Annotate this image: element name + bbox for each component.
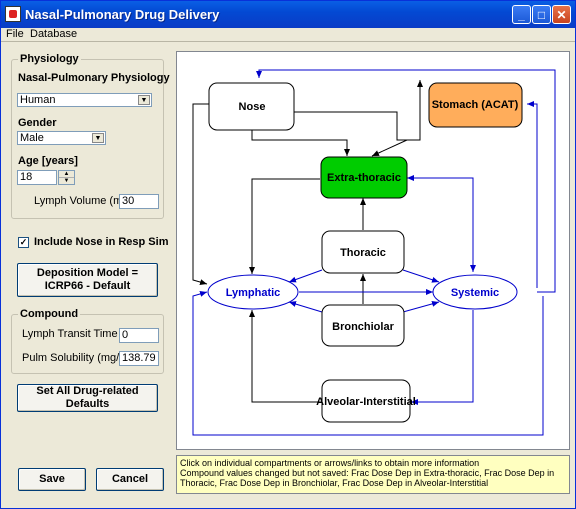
- nose-label: Nose: [239, 101, 266, 113]
- close-icon: ✕: [556, 7, 567, 22]
- arrow-extrathoracic-lymphatic[interactable]: [249, 178, 320, 274]
- save-button[interactable]: Save: [18, 468, 86, 491]
- lymphatic-label: Lymphatic: [226, 287, 281, 299]
- link-bronchiolar-systemic[interactable]: [402, 300, 440, 313]
- link-systemic-alveolar[interactable]: [411, 310, 474, 405]
- lymph-transit-input[interactable]: 0: [119, 328, 159, 343]
- physiology-group: Physiology: [11, 53, 164, 219]
- link-systemic-loop[interactable]: [192, 291, 544, 436]
- spin-down-icon[interactable]: ▼: [63, 178, 70, 184]
- title-bar[interactable]: Nasal-Pulmonary Drug Delivery _ □ ✕: [1, 1, 575, 28]
- pulm-solubility-input[interactable]: 138.79: [119, 351, 159, 366]
- arrow-nose-stomach[interactable]: [292, 80, 423, 141]
- link-thoracic-systemic[interactable]: [402, 269, 440, 283]
- pulm-solubility-label: Pulm Solubility (mg/mL): [22, 352, 139, 364]
- extra-thoracic-label: Extra-thoracic: [327, 172, 401, 184]
- link-systemic-extrathoracic[interactable]: [407, 175, 474, 198]
- arrow-nose-extrathoracic[interactable]: [251, 130, 350, 156]
- close-button[interactable]: ✕: [552, 5, 571, 24]
- gender-select[interactable]: Male ▼: [17, 131, 106, 145]
- compartment-stomach[interactable]: Stomach (ACAT): [428, 82, 523, 128]
- menu-bar: File Database: [1, 28, 575, 42]
- deposition-model-line1: Deposition Model =: [36, 267, 139, 279]
- link-systemic-nose[interactable]: [256, 69, 556, 293]
- gender-label: Gender: [18, 117, 57, 129]
- info-line-2: Compound values changed but not saved: F…: [180, 468, 555, 478]
- link-systemic-stomach[interactable]: [527, 101, 538, 288]
- window-title: Nasal-Pulmonary Drug Delivery: [25, 7, 220, 22]
- info-line-3: Thoracic, Frac Dose Dep in Bronchiolar, …: [180, 478, 489, 488]
- link-bronchiolar-lymphatic[interactable]: [288, 301, 323, 313]
- chevron-down-icon: ▼: [138, 95, 150, 105]
- age-input[interactable]: 18: [17, 170, 57, 185]
- maximize-button[interactable]: □: [532, 5, 551, 24]
- compartment-bronchiolar[interactable]: Bronchiolar: [321, 304, 405, 347]
- gender-select-value: Male: [20, 132, 44, 144]
- compartment-diagram: Nose Stomach (ACAT) Extra-thoracic Thora…: [176, 51, 570, 450]
- lymph-transit-label: Lymph Transit Time (h): [22, 328, 135, 340]
- app-icon: [5, 6, 21, 22]
- lymph-volume-label: Lymph Volume (mL): [34, 195, 133, 207]
- compartment-nose[interactable]: Nose: [208, 82, 295, 131]
- menu-database[interactable]: Database: [30, 28, 78, 40]
- include-nose-checkbox[interactable]: ✓: [18, 237, 29, 248]
- alveolar-label: Alveolar-Interstitial: [316, 396, 416, 408]
- bronchiolar-label: Bronchiolar: [332, 321, 394, 333]
- compartment-extra-thoracic[interactable]: Extra-thoracic: [320, 156, 408, 199]
- physiology-label: Nasal-Pulmonary Physiology: [18, 72, 170, 84]
- include-nose-label: Include Nose in Resp Sim: [34, 236, 169, 248]
- maximize-icon: □: [537, 7, 546, 22]
- set-defaults-button[interactable]: Set All Drug-related Defaults: [17, 384, 158, 412]
- info-line-1: Click on individual compartments or arro…: [180, 458, 480, 468]
- systemic-label: Systemic: [451, 287, 499, 299]
- compound-group-title: Compound: [18, 308, 81, 320]
- stomach-label: Stomach (ACAT): [432, 99, 519, 111]
- spin-up-icon[interactable]: ▲: [59, 171, 74, 178]
- physiology-group-title: Physiology: [18, 53, 81, 65]
- compound-group: Compound: [11, 308, 164, 374]
- minimize-button[interactable]: _: [512, 5, 531, 24]
- deposition-model-button[interactable]: Deposition Model = ICRP66 - Default: [17, 263, 158, 297]
- minimize-icon: _: [518, 7, 525, 22]
- blue-links[interactable]: [192, 69, 556, 436]
- link-thoracic-lymphatic[interactable]: [288, 269, 323, 283]
- diagram-svg: Nose Stomach (ACAT) Extra-thoracic Thora…: [192, 69, 556, 436]
- arrow-to-extrathoracic[interactable]: [371, 139, 408, 157]
- compartment-lymphatic[interactable]: Lymphatic: [207, 274, 299, 310]
- compartment-alveolar[interactable]: Alveolar-Interstitial: [316, 379, 416, 423]
- black-arrows[interactable]: [192, 80, 423, 403]
- menu-file[interactable]: File: [6, 28, 24, 40]
- age-label: Age [years]: [18, 155, 78, 167]
- info-panel: Click on individual compartments or arro…: [176, 455, 570, 494]
- compartment-systemic[interactable]: Systemic: [432, 274, 518, 310]
- check-icon: ✓: [19, 237, 28, 247]
- arrow-nose-lymphatic[interactable]: [192, 103, 209, 285]
- age-spinner[interactable]: ▲ ▼: [58, 170, 75, 185]
- deposition-model-line2: ICRP66 - Default: [44, 280, 131, 292]
- arrow-alveolar-lymphatic[interactable]: [249, 310, 322, 403]
- physiology-select-value: Human: [20, 94, 56, 106]
- lymph-volume-input[interactable]: 30: [119, 194, 159, 209]
- compartment-thoracic[interactable]: Thoracic: [321, 230, 405, 274]
- link-extrathoracic-systemic[interactable]: [409, 177, 476, 272]
- thoracic-label: Thoracic: [340, 247, 386, 259]
- physiology-select[interactable]: Human ▼: [17, 93, 152, 107]
- cancel-button[interactable]: Cancel: [96, 468, 164, 491]
- chevron-down-icon: ▼: [92, 133, 104, 143]
